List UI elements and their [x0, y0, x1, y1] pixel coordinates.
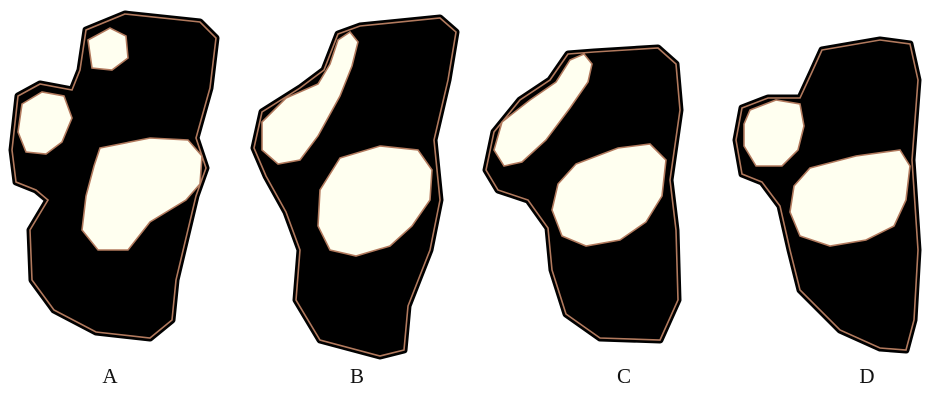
panel-c-shape: [486, 48, 680, 340]
panel-label-c: C: [604, 364, 644, 389]
panel-a-shape: [12, 14, 216, 338]
panel-d-shape: [736, 40, 918, 350]
panel-label-a: A: [90, 364, 130, 389]
panel-label-d: D: [847, 364, 887, 389]
panel-label-b: B: [337, 364, 377, 389]
panel-b-shape: [254, 18, 456, 356]
